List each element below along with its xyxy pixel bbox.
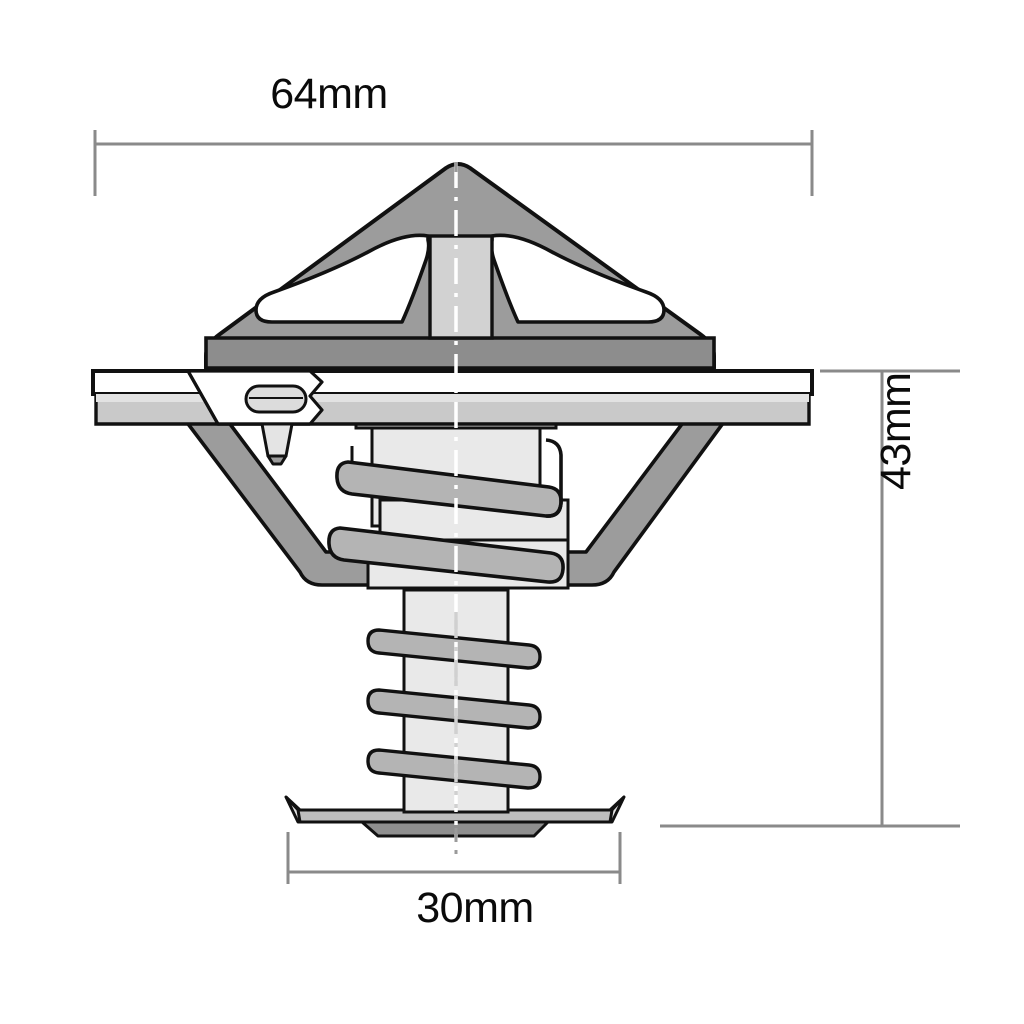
dimension-label-bottom-text: 30mm [416,884,534,932]
dimension-lines [93,130,960,884]
top-bracket-frame [204,162,716,370]
upper-coil-spring [327,438,565,584]
jiggle-pin-valve [244,384,308,466]
mounting-flange [91,369,814,426]
lower-coil-spring [366,628,542,790]
dimension-bottom-30mm [286,832,622,884]
dimension-height-43mm [660,369,960,828]
dimension-label-width-text: 64mm [270,70,388,118]
dimension-width-64mm [93,130,814,196]
dimension-label-height: 43mm [872,373,921,490]
dimension-label-bottom: 30mm [0,884,1024,933]
dimension-label-width: 64mm [0,70,1024,119]
dimension-label-height-text: 43mm [872,372,920,490]
